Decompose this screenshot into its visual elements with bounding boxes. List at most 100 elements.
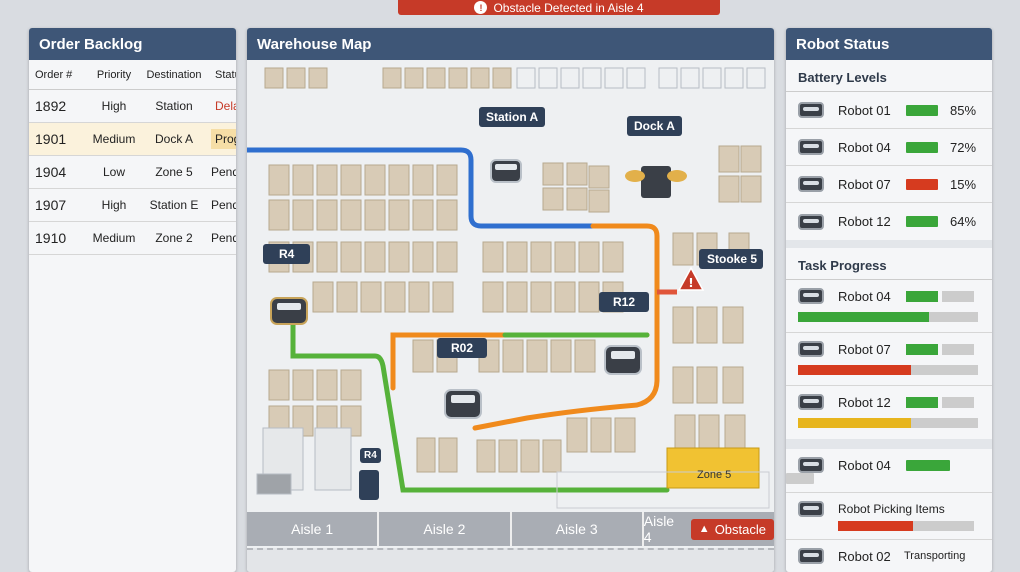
route-green (290, 319, 670, 493)
obstacle-alert-banner[interactable]: ! Obstacle Detected in Aisle 4 (398, 0, 720, 15)
task-mini-bars (906, 396, 974, 408)
col-priority[interactable]: Priority (96, 68, 132, 81)
warehouse-map-panel: Warehouse Map (247, 28, 774, 572)
aisle-1-tab[interactable]: Aisle 1 (247, 512, 378, 546)
robot-icon (798, 139, 824, 155)
activity-progress-fill (838, 521, 913, 531)
section-title: Battery Levels (786, 60, 992, 92)
label-dock-a[interactable]: Dock A (627, 116, 682, 136)
label-robot-r02[interactable]: R02 (437, 338, 488, 358)
aisle-4-tab[interactable]: Aisle 4 ▲ Obstacle (643, 512, 774, 546)
alert-icon: ! (474, 1, 488, 14)
zone5-area (666, 447, 760, 489)
order-backlog-panel: Order Backlog Order # Priority Destinati… (29, 28, 236, 572)
task-progress-bar (798, 312, 978, 322)
aisle-dashes (247, 548, 774, 572)
robot-r4 (270, 297, 308, 325)
map-canvas[interactable]: ! (247, 60, 774, 512)
robot-station-a (490, 159, 522, 183)
robot-activity-section: Robot 04 Robot Picking Items Robot 02 Tr… (786, 449, 992, 572)
robot-status-panel: Robot Status Battery Levels Robot 01 85%… (786, 28, 992, 572)
activity-bar (906, 459, 950, 471)
table-row[interactable]: 1904 Low Zone 5 Pending (29, 156, 236, 189)
battery-bar (906, 141, 938, 153)
aisle-2-tab[interactable]: Aisle 2 (379, 512, 510, 546)
aisle-bar: Aisle 1 Aisle 2 Aisle 3 Aisle 4 ▲ Obstac… (247, 512, 774, 546)
col-status[interactable]: Status (215, 68, 236, 81)
robot-dock-a (625, 166, 687, 198)
robot-icon (798, 548, 824, 564)
label-stooke[interactable]: Stooke 5 (699, 249, 764, 269)
task-progress-fill (798, 418, 912, 428)
robot-icon (798, 341, 824, 357)
task-progress-section: Task Progress Robot 04 Robot 07 Robot 12 (786, 248, 992, 439)
priority: Medium (92, 132, 136, 146)
label-station-a[interactable]: Station A (479, 107, 546, 127)
status-badge: Progress (211, 129, 236, 149)
task-progress-fill (798, 365, 912, 375)
task-row[interactable]: Robot 07 (786, 333, 992, 386)
task-row[interactable]: Robot 04 (786, 280, 992, 333)
order-number: 1907 (35, 197, 67, 213)
robot-name: Robot 12 (838, 214, 891, 229)
task-progress-bar (798, 365, 978, 375)
aisle-3-tab[interactable]: Aisle 3 (511, 512, 642, 546)
col-order[interactable]: Order # (35, 68, 73, 81)
task-progress-fill (798, 312, 930, 322)
activity-bar-bg (786, 473, 814, 484)
robot-icon (798, 501, 824, 517)
order-number: 1892 (35, 98, 67, 114)
panel-title: Order Backlog (29, 28, 236, 60)
label-zone5[interactable]: Zone 5 (697, 469, 732, 481)
aisle-label: Aisle 4 (643, 513, 675, 545)
table-row[interactable]: 1901 Medium Dock A Progress (29, 123, 236, 156)
order-number: 1904 (35, 164, 67, 180)
battery-pct: 64% (950, 214, 977, 229)
top-shelf-strip (264, 67, 512, 89)
warning-icon: ▲ (698, 523, 710, 535)
status-badge: Pending (211, 165, 236, 179)
table-row[interactable]: 1907 High Station E Pending (29, 189, 236, 222)
battery-section: Battery Levels Robot 01 85% Robot 04 72%… (786, 60, 992, 240)
order-number: 1910 (35, 230, 67, 246)
robot-name: Robot 01 (838, 102, 891, 118)
table-row[interactable]: 1892 High Station Delayed (29, 90, 236, 123)
battery-row[interactable]: Robot 12 64% (786, 203, 992, 240)
robot-icon (798, 394, 824, 410)
activity-row[interactable]: Robot 02 Transporting (786, 540, 992, 572)
robot-activity: Robot Picking Items (838, 502, 945, 516)
alert-text: Obstacle Detected in Aisle 4 (493, 0, 644, 15)
table-row[interactable]: 1910 Medium Zone 2 Pending (29, 222, 236, 255)
activity-row[interactable]: Robot Picking Items (786, 493, 992, 540)
activity-row[interactable]: Robot 04 (786, 449, 992, 493)
panel-title: Robot Status (786, 28, 992, 60)
table-header: Order # Priority Destination Status (29, 60, 236, 90)
destination: Zone 2 (155, 231, 193, 245)
robot-note: Transporting (904, 550, 966, 562)
destination: Station E (149, 198, 199, 212)
label-robot-r4-small[interactable]: R4 (360, 448, 381, 463)
battery-row[interactable]: Robot 04 72% (786, 129, 992, 166)
task-row[interactable]: Robot 12 (786, 386, 992, 439)
status-badge: Delayed (215, 99, 236, 113)
robot-r12 (604, 345, 642, 375)
battery-bar (906, 104, 938, 116)
label-robot-r12[interactable]: R12 (599, 292, 650, 312)
obstacle-warning-icon: ! (677, 266, 705, 291)
battery-bar (906, 216, 938, 227)
obstacle-badge[interactable]: ▲ Obstacle (690, 518, 774, 540)
robot-icon (798, 457, 824, 473)
battery-row[interactable]: Robot 07 15% (786, 166, 992, 203)
robot-icon (798, 102, 824, 118)
robot-name: Robot 04 (838, 139, 891, 155)
priority: High (101, 198, 127, 212)
destination: Zone 5 (155, 165, 193, 179)
battery-row[interactable]: Robot 01 85% (786, 92, 992, 129)
label-robot-r4[interactable]: R4 (263, 244, 311, 264)
col-destination[interactable]: Destination (146, 68, 202, 81)
dock-boxes (256, 427, 352, 495)
robot-name: Robot 07 (838, 341, 891, 357)
order-number: 1901 (35, 131, 67, 147)
robot-icon (798, 176, 824, 192)
task-mini-bars (906, 343, 974, 355)
